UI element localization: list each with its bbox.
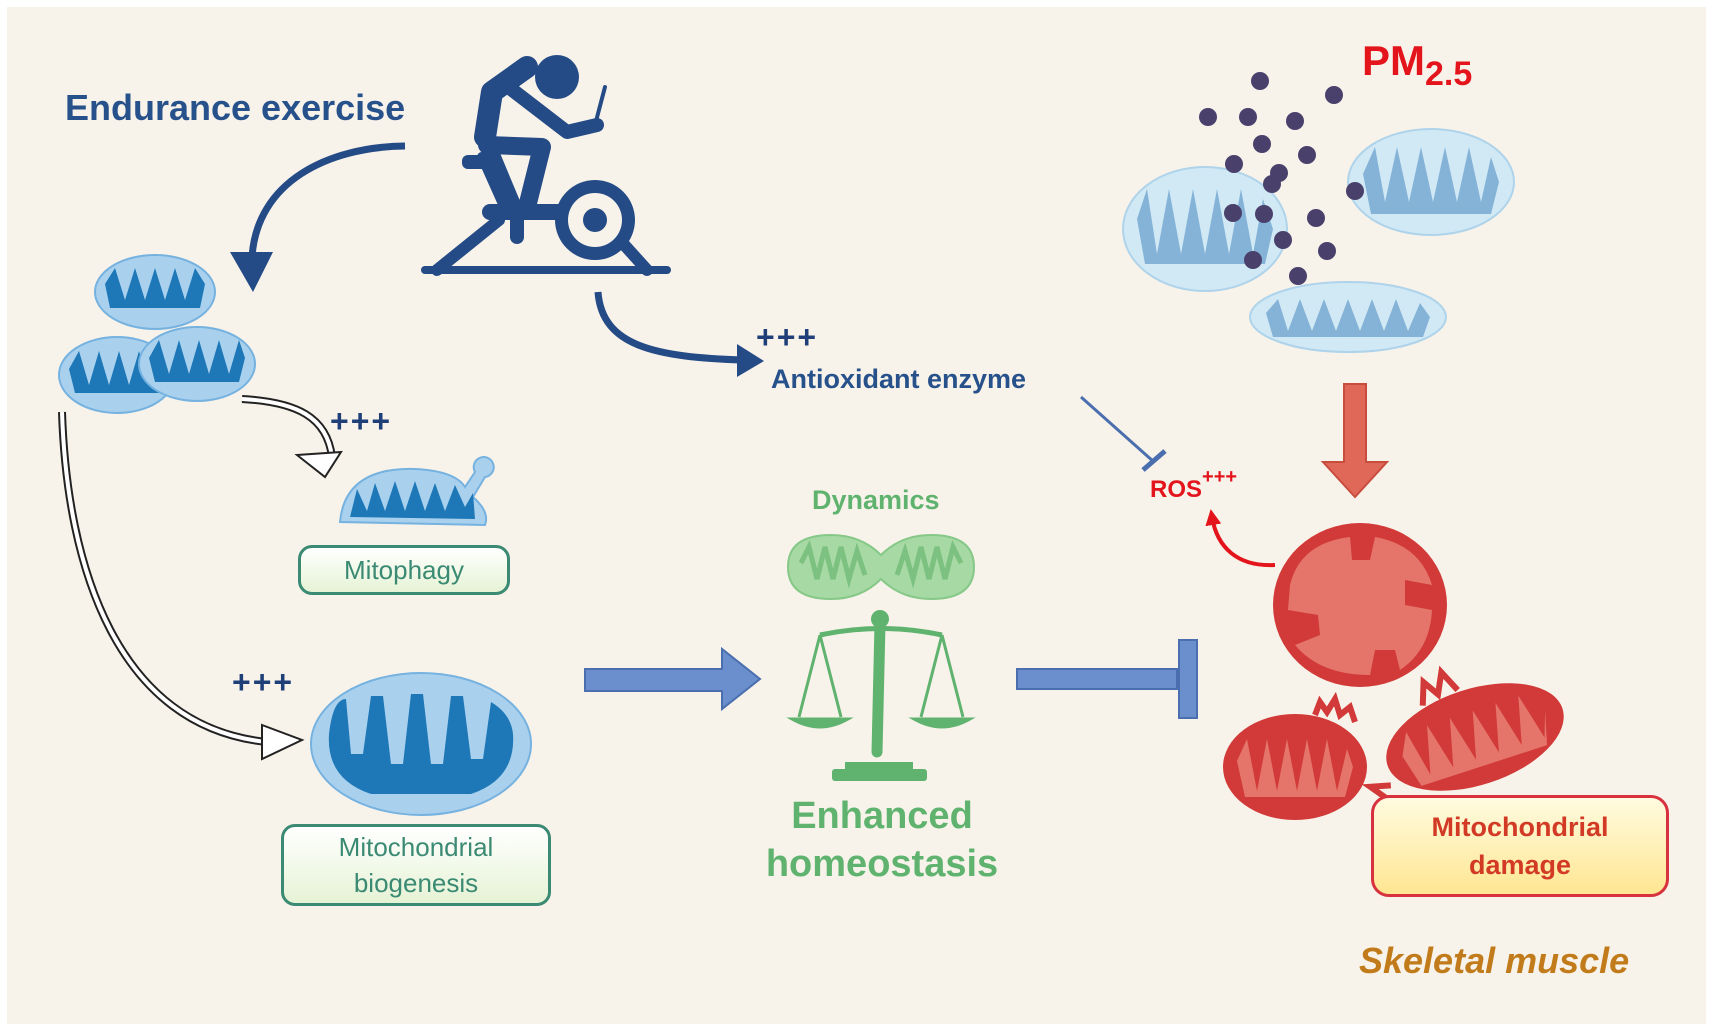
pm25-label: PM2.5 xyxy=(1362,37,1472,94)
dynamics-label: Dynamics xyxy=(812,485,940,515)
ros-label-superscript: +++ xyxy=(1202,466,1238,488)
healthy-mitochondria-cluster xyxy=(58,254,256,414)
biogenesis-mitochondrion xyxy=(310,672,532,816)
diagram-canvas: Endurance exercise +++ Antioxidant enzym… xyxy=(7,7,1706,1024)
exercise-title: Endurance exercise xyxy=(65,87,406,128)
ros-label-main: ROS xyxy=(1150,476,1203,503)
pm25-exposed-mitochondria xyxy=(1122,72,1515,353)
mitochondrial-damage-box: Mitochondrial damage xyxy=(1371,795,1669,897)
damage-line1: Mitochondrial xyxy=(1431,812,1609,842)
homeostasis-line2: homeostasis xyxy=(765,843,999,885)
antioxidant-plus-mark: +++ xyxy=(756,319,819,355)
dynamics-mitochondria xyxy=(786,533,976,601)
homeostasis-label: Enhanced homeostasis xyxy=(752,792,1012,888)
mitophagy-plus-mark: +++ xyxy=(330,403,393,439)
damaged-mitochondrion-left xyxy=(1223,691,1367,820)
skeletal-muscle-label: Skeletal muscle xyxy=(1359,940,1630,981)
biogenesis-box: Mitochondrial biogenesis xyxy=(281,824,551,906)
damaged-mitochondrion-large xyxy=(1273,523,1447,687)
diagram-graphics xyxy=(58,55,1564,820)
mitophagy-box: Mitophagy xyxy=(298,545,510,595)
balance-scale-icon xyxy=(786,610,976,781)
ros-label: ROS+++ xyxy=(1150,466,1237,504)
pm25-label-sub: 2.5 xyxy=(1425,55,1473,93)
biogenesis-line2: biogenesis xyxy=(353,868,479,898)
cyclist-exercise-bike-icon xyxy=(421,55,671,276)
damage-line2: damage xyxy=(1468,850,1572,880)
mitophagy-mitochondrion xyxy=(338,456,495,527)
pm25-label-main: PM xyxy=(1362,37,1425,84)
biogenesis-plus-mark: +++ xyxy=(232,664,295,700)
homeostasis-line1: Enhanced xyxy=(791,795,973,837)
antioxidant-enzyme-label: Antioxidant enzyme xyxy=(771,364,1027,394)
biogenesis-line1: Mitochondrial xyxy=(338,832,494,862)
